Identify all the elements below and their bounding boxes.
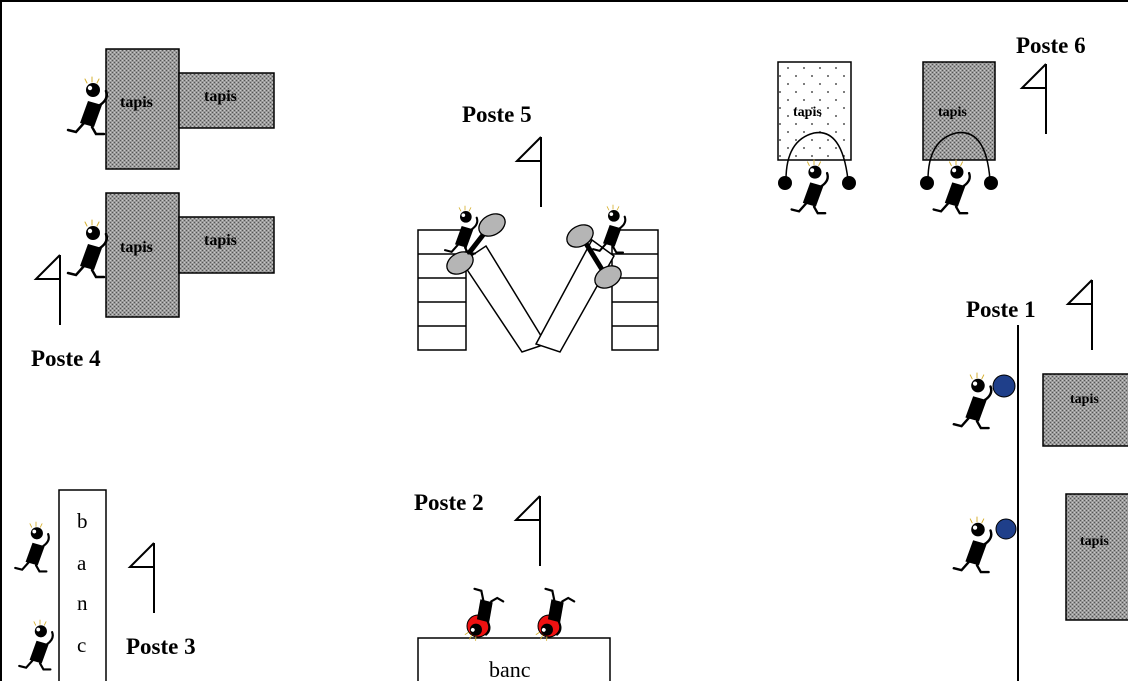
banc-bench-vertical bbox=[58, 489, 107, 681]
ball-icon bbox=[842, 176, 856, 190]
person-icon bbox=[932, 158, 971, 215]
flag-icon bbox=[1067, 279, 1093, 351]
tapis-label: tapis bbox=[204, 232, 237, 249]
ball-icon bbox=[984, 176, 998, 190]
person-icon bbox=[66, 75, 108, 136]
flag-icon bbox=[516, 136, 542, 208]
tapis-label: tapis bbox=[120, 239, 153, 256]
person-icon bbox=[66, 218, 108, 279]
ball-icon bbox=[920, 176, 934, 190]
tapis-mat-p4-b2 bbox=[178, 216, 275, 274]
flag-icon bbox=[129, 542, 155, 614]
plank-right bbox=[534, 238, 615, 353]
tapis-mat-p4-a2 bbox=[178, 72, 275, 129]
tapis-mat-p4-b1 bbox=[105, 192, 180, 318]
poste-3-label: Poste 3 bbox=[126, 634, 196, 659]
tapis-mat-p6-dark bbox=[922, 61, 996, 161]
poste-1-station: Poste 1 tapis tapis bbox=[952, 279, 1128, 681]
dumbbell-icon bbox=[446, 213, 506, 275]
flag-icon bbox=[515, 495, 541, 567]
banc-letter: c bbox=[77, 633, 86, 657]
ball-icon bbox=[778, 176, 792, 190]
ball-icon bbox=[992, 374, 1016, 398]
poste-5-station: Poste 5 bbox=[417, 102, 659, 353]
poste-6-station: Poste 6 tapis tapis bbox=[777, 33, 1086, 215]
banc-letter: n bbox=[77, 591, 88, 615]
dumbbell-icon bbox=[566, 224, 622, 289]
flag-icon bbox=[35, 254, 61, 326]
tapis-mat-p1-a bbox=[1042, 373, 1128, 447]
ball-icon bbox=[995, 518, 1017, 540]
plank-left bbox=[460, 244, 548, 353]
person-icon bbox=[952, 515, 993, 574]
person-icon bbox=[14, 520, 50, 573]
tapis-label: tapis bbox=[938, 105, 967, 120]
banc-bench bbox=[417, 637, 611, 681]
tapis-label: tapis bbox=[120, 94, 153, 111]
espalier-left bbox=[417, 229, 467, 351]
banc-label: banc bbox=[489, 657, 531, 681]
poste-5-label: Poste 5 bbox=[462, 102, 532, 127]
tapis-mat-p6-dotted bbox=[777, 61, 852, 161]
tapis-label: tapis bbox=[1080, 534, 1109, 549]
poste-2-station: Poste 2 banc bbox=[414, 490, 611, 681]
tapis-label: tapis bbox=[204, 88, 237, 105]
poste-4-label: Poste 4 bbox=[31, 346, 101, 371]
tapis-mat-p4-a1 bbox=[105, 48, 180, 170]
person-icon bbox=[790, 158, 829, 215]
tapis-mat-p1-b bbox=[1065, 493, 1128, 621]
poste-3-station: b a n c Poste 3 bbox=[14, 489, 196, 681]
banc-letter: a bbox=[77, 551, 87, 575]
flag-icon bbox=[1021, 63, 1047, 135]
poste-1-label: Poste 1 bbox=[966, 297, 1036, 322]
espalier-right bbox=[611, 229, 659, 351]
poste-2-label: Poste 2 bbox=[414, 490, 484, 515]
tapis-label: tapis bbox=[793, 105, 822, 120]
poste-6-label: Poste 6 bbox=[1016, 33, 1086, 58]
rope bbox=[785, 131, 849, 181]
tapis-label: tapis bbox=[1070, 392, 1099, 407]
person-icon bbox=[952, 371, 993, 430]
poste-4-station: tapis tapis tapis tapis Poste 4 bbox=[31, 48, 275, 371]
person-icon bbox=[18, 618, 54, 671]
banc-letter: b bbox=[77, 509, 88, 533]
rope bbox=[927, 131, 991, 181]
